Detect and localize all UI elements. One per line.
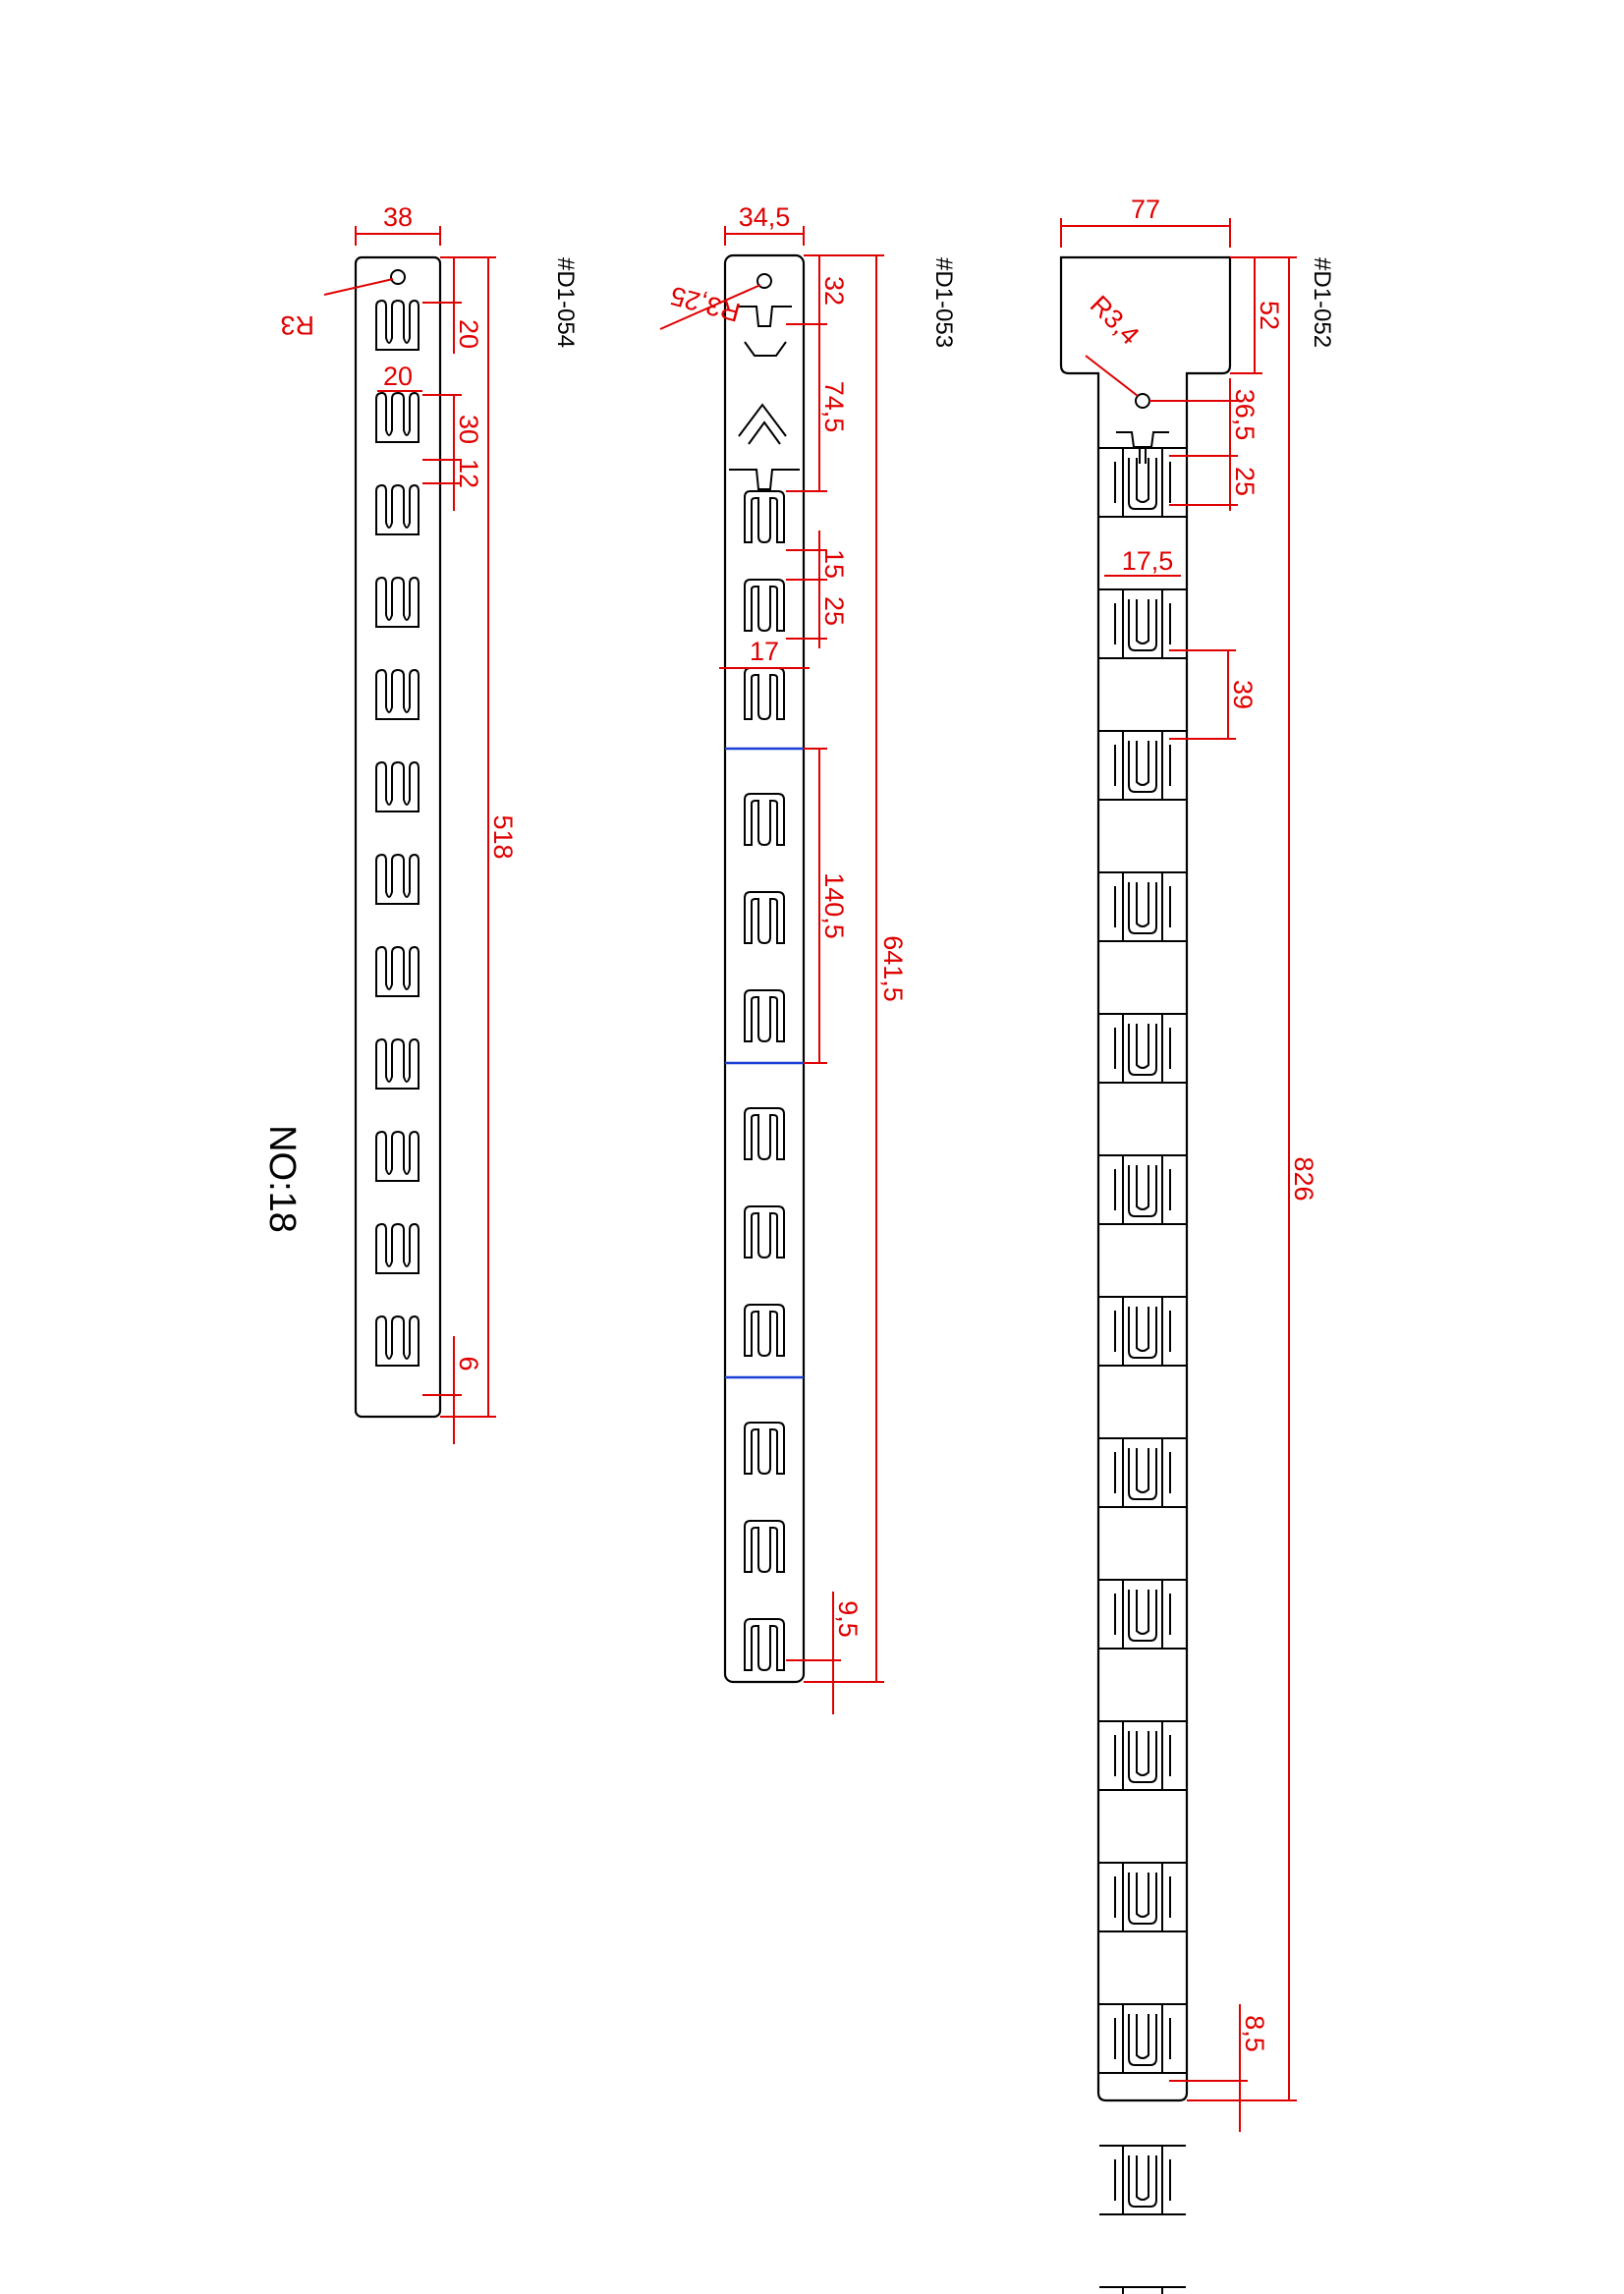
dim-line-top-offset	[786, 255, 827, 491]
hanging-hole-icon	[390, 269, 406, 285]
w-slot	[375, 761, 420, 812]
w-slot	[375, 1131, 420, 1182]
dim-line-bottom-offset	[786, 1592, 841, 1714]
dim-slot-gap-label: 12	[454, 459, 483, 488]
hanging-hole-icon	[1135, 393, 1150, 409]
dim-line-hole-radius	[323, 278, 394, 296]
dim-line-slot-spacing	[1169, 649, 1236, 740]
strip-d1-054-outline	[354, 255, 442, 1419]
slot-cell	[1098, 2286, 1187, 2294]
slot-cell	[1098, 447, 1187, 518]
dim-top-offset-label: 32	[819, 276, 849, 306]
dim-head-width-label: 77	[1131, 195, 1160, 224]
u-slot	[744, 1107, 785, 1160]
u-slot	[744, 667, 785, 720]
slot-cell	[1098, 1013, 1187, 1084]
u-slot	[744, 1304, 785, 1357]
u-slot	[744, 1205, 785, 1259]
dim-slot-pitch-label: 30	[454, 415, 483, 444]
dim-line-overall-length	[804, 254, 884, 1683]
u-slot	[744, 1618, 785, 1671]
dim-slot-width-label: 17,5	[1122, 546, 1174, 576]
part-code-label: #D1-053	[930, 257, 957, 348]
dim-slot-pitch-label: 25	[1230, 467, 1260, 496]
w-slot	[375, 1315, 420, 1367]
dim-line-bottom-offset	[422, 1336, 462, 1444]
dim-width-label: 38	[383, 202, 413, 232]
slot-cell	[1098, 2003, 1187, 2074]
dim-slot-width-label: 20	[383, 362, 413, 391]
dim-line-segment-length	[804, 748, 827, 1064]
dim-top-offset-label: 20	[454, 319, 483, 349]
u-slot	[744, 490, 785, 543]
w-slot	[375, 854, 420, 905]
strip-d1-054: 38 R3 518 20 20 30 12 6 #D1-054	[280, 202, 579, 1444]
dim-line-hole-radius	[659, 284, 761, 330]
dim-overall-length-label: 641,5	[878, 935, 908, 1002]
dim-line-slot-pitch	[786, 490, 827, 648]
dim-slot-pitch-label: 25	[819, 596, 849, 626]
strip-d1-053-outline	[723, 253, 806, 1684]
w-slot	[375, 946, 420, 997]
slot-cell	[1098, 1154, 1187, 1225]
slot-cell	[1098, 2145, 1187, 2215]
strip-d1-054-slots	[375, 300, 420, 1367]
slot-cell	[1098, 1437, 1187, 1508]
dim-line-width	[355, 226, 441, 246]
sheet-number: NO:18	[261, 1125, 303, 1233]
part-code-label: #D1-052	[1309, 257, 1335, 348]
u-slot	[744, 891, 785, 944]
strip-d1-052-outline	[1059, 255, 1232, 2102]
u-slot	[744, 1422, 785, 1475]
dim-line-slot-pitch	[422, 394, 462, 511]
u-slot	[744, 793, 785, 846]
dim-line-hole-to-slot	[1149, 378, 1238, 511]
dim-overall-length-label: 518	[488, 814, 518, 859]
header-hook-icon	[729, 306, 800, 490]
slot-cell	[1098, 1862, 1187, 1932]
dim-hole-radius-label: R3,4	[1085, 290, 1146, 351]
slot-cell	[1098, 1720, 1187, 1791]
dim-overall-length-label: 826	[1289, 1156, 1318, 1201]
dim-line-overall-length	[1187, 256, 1297, 2101]
slot-cell	[1098, 730, 1187, 801]
dim-bottom-offset-label: 9,5	[833, 1600, 863, 1638]
dim-width-label: 34,5	[739, 202, 791, 232]
dim-segment-length-label: 140,5	[819, 872, 849, 939]
dim-line-width	[724, 226, 805, 246]
dim-slot-width-label: 17	[750, 637, 779, 666]
dim-hole-to-slot-label: 36,5	[1230, 389, 1260, 441]
strip-d1-052: 77 52 R3,4 826 36,5 25 17,5 39 8,5 #D1-0…	[1059, 195, 1335, 2294]
slot-cell	[1098, 1579, 1187, 1650]
dim-line-bottom-offset	[1169, 2004, 1248, 2132]
w-slot	[375, 392, 420, 443]
w-slot	[375, 1038, 420, 1090]
slot-cell	[1098, 871, 1187, 942]
w-slot	[375, 300, 420, 351]
dim-slot-gap-label: 15	[819, 549, 849, 579]
dim-slot-spacing-label: 39	[1228, 680, 1258, 709]
w-slot	[375, 1223, 420, 1274]
w-slot	[375, 484, 420, 535]
w-slot	[375, 669, 420, 720]
slot-cell	[1098, 1296, 1187, 1367]
w-slot	[375, 577, 420, 628]
strip-d1-053: 34,5 R3,25 641,5 32 74,5 15 25 17 140,5 …	[659, 202, 957, 1714]
hanging-hole-icon	[756, 273, 772, 289]
dim-head-height-label: 52	[1255, 301, 1284, 330]
slot-cell	[1098, 588, 1187, 659]
u-slot	[744, 579, 785, 632]
dim-header-length-label: 74,5	[819, 381, 849, 433]
dim-line-hole-radius	[1085, 355, 1139, 397]
part-code-label: #D1-054	[552, 257, 579, 348]
dim-bottom-offset-label: 8,5	[1240, 2015, 1269, 2052]
u-slot	[744, 1520, 785, 1573]
strip-d1-052-slots	[1098, 447, 1187, 2294]
dim-line-top-offset	[422, 257, 462, 354]
u-slot	[744, 989, 785, 1042]
dim-line-head-width	[1060, 218, 1231, 248]
dim-bottom-offset-label: 6	[454, 1356, 483, 1371]
dim-hole-radius-label: R3	[280, 310, 314, 340]
